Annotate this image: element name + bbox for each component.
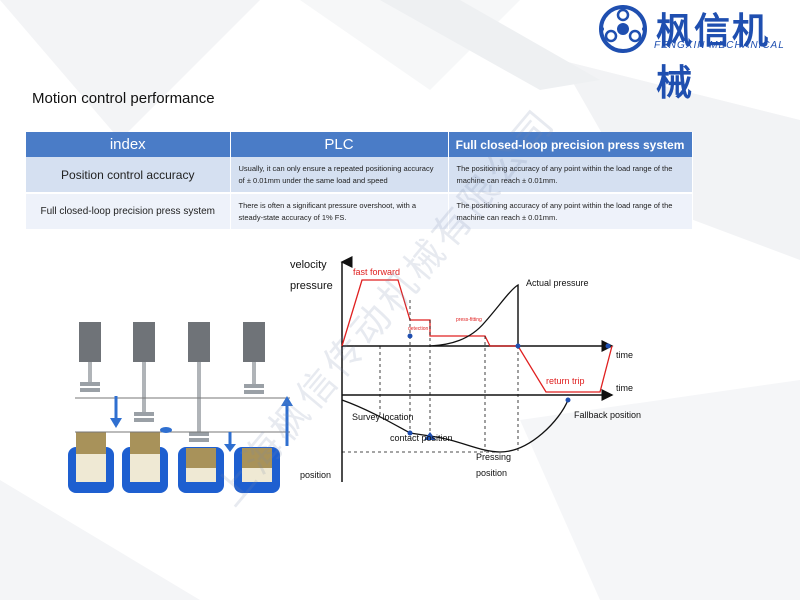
process-diagram: velocity pressure fast forward detection…: [68, 256, 641, 493]
label-time-1: time: [616, 350, 633, 360]
label-detection: detection: [408, 326, 429, 332]
press-stage-2: [122, 322, 168, 493]
row-label: Position control accuracy: [26, 157, 231, 194]
section-title: Motion control performance: [32, 90, 215, 107]
label-return-trip: return trip: [546, 376, 585, 386]
label-fast-forward: fast forward: [353, 267, 400, 277]
press-stage-3: [178, 322, 224, 493]
press-stage-4: [234, 322, 280, 493]
label-pressing: Pressing: [476, 452, 511, 462]
label-press-fitting: press-fitting: [456, 317, 482, 323]
press-stage-1: [68, 322, 114, 493]
row-label: Full closed-loop precision press system: [26, 193, 231, 231]
label-pressure: pressure: [290, 280, 333, 292]
label-velocity: velocity: [290, 259, 327, 271]
label-fallback-position: Fallback position: [574, 410, 641, 420]
label-pressing-position: position: [476, 468, 507, 478]
logo-icon: [599, 5, 647, 53]
label-time-2: time: [616, 383, 633, 393]
press-cell: The positioning accuracy of any point wi…: [448, 157, 693, 194]
label-position: position: [300, 470, 331, 480]
label-contact-position: contact position: [390, 433, 453, 443]
column-header-index: index: [26, 132, 231, 157]
brand-name-cn: 枫信机械: [656, 11, 771, 104]
table-header-row: index PLC Full closed-loop precision pre…: [26, 132, 693, 157]
label-actual-pressure: Actual pressure: [526, 278, 589, 288]
plc-cell: There is often a significant pressure ov…: [230, 193, 449, 231]
label-survey-location: Survey location: [352, 412, 414, 422]
table-row: Position control accuracy Usually, it ca…: [26, 157, 693, 194]
column-header-plc: PLC: [230, 132, 449, 157]
column-header-press-system: Full closed-loop precision press system: [448, 132, 693, 157]
table-row: Full closed-loop precision press system …: [26, 193, 693, 231]
brand-name-en: FENGXIN MECHANICAL: [654, 40, 785, 51]
comparison-table: index PLC Full closed-loop precision pre…: [26, 132, 693, 231]
plc-cell: Usually, it can only ensure a repeated p…: [230, 157, 449, 194]
press-cell: The positioning accuracy of any point wi…: [448, 193, 693, 231]
